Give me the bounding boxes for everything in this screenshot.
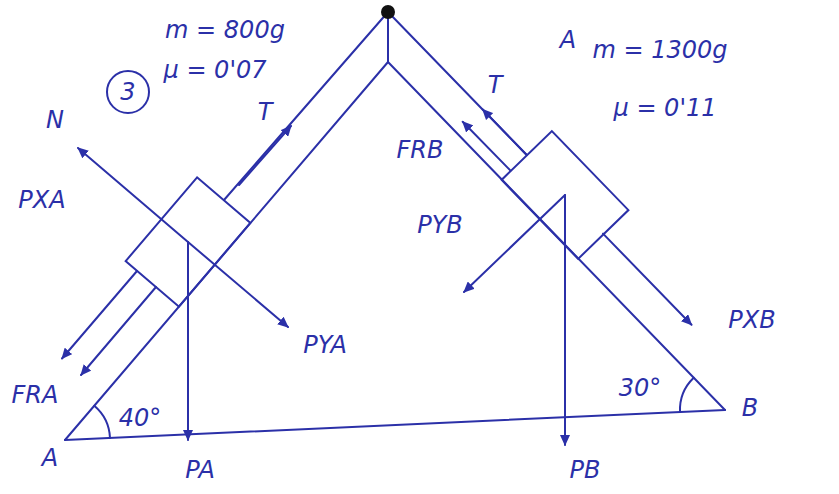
- force-label: FRA: [12, 382, 59, 408]
- ground-line: [65, 410, 725, 440]
- force-arrow: [463, 122, 511, 171]
- force-label: N: [46, 107, 64, 133]
- friction-label: μ = 0'07: [163, 57, 266, 83]
- left-incline: [65, 62, 388, 440]
- force-arrow: [564, 195, 566, 445]
- angle-label: 30°: [619, 375, 662, 401]
- pulley: [381, 5, 395, 19]
- force-label: PYB: [417, 212, 463, 238]
- right-incline: [388, 62, 725, 410]
- force-label: T: [258, 99, 273, 125]
- force-label: PB: [570, 457, 601, 483]
- force-arrow: [81, 287, 156, 375]
- point-label: A: [42, 445, 58, 471]
- force-arrow: [603, 234, 692, 325]
- angle-arc: [680, 378, 694, 412]
- angle-label: 40°: [119, 405, 162, 431]
- pulley-support: [387, 14, 389, 62]
- force-label: FRB: [397, 137, 444, 163]
- force-arrow: [78, 148, 188, 242]
- force-label: PA: [185, 457, 215, 483]
- force-arrow: [464, 195, 565, 292]
- mass-label: m = 800g: [165, 17, 285, 43]
- number-circle: [107, 71, 149, 113]
- force-label: PXB: [728, 307, 775, 333]
- mass-label: m = 1300g: [592, 37, 727, 63]
- body-letter: A: [560, 27, 576, 53]
- friction-label: μ = 0'11: [613, 95, 716, 121]
- force-arrow: [239, 126, 291, 185]
- angle-arc: [94, 406, 110, 438]
- point-label: B: [742, 395, 758, 421]
- force-label: PYA: [303, 332, 347, 358]
- problem-number: 3: [120, 79, 135, 105]
- force-label: PXA: [18, 187, 65, 213]
- force-arrow: [62, 271, 137, 359]
- force-arrow: [187, 242, 189, 440]
- force-label: T: [488, 72, 503, 98]
- string-b: [388, 12, 527, 155]
- force-arrow: [188, 242, 288, 327]
